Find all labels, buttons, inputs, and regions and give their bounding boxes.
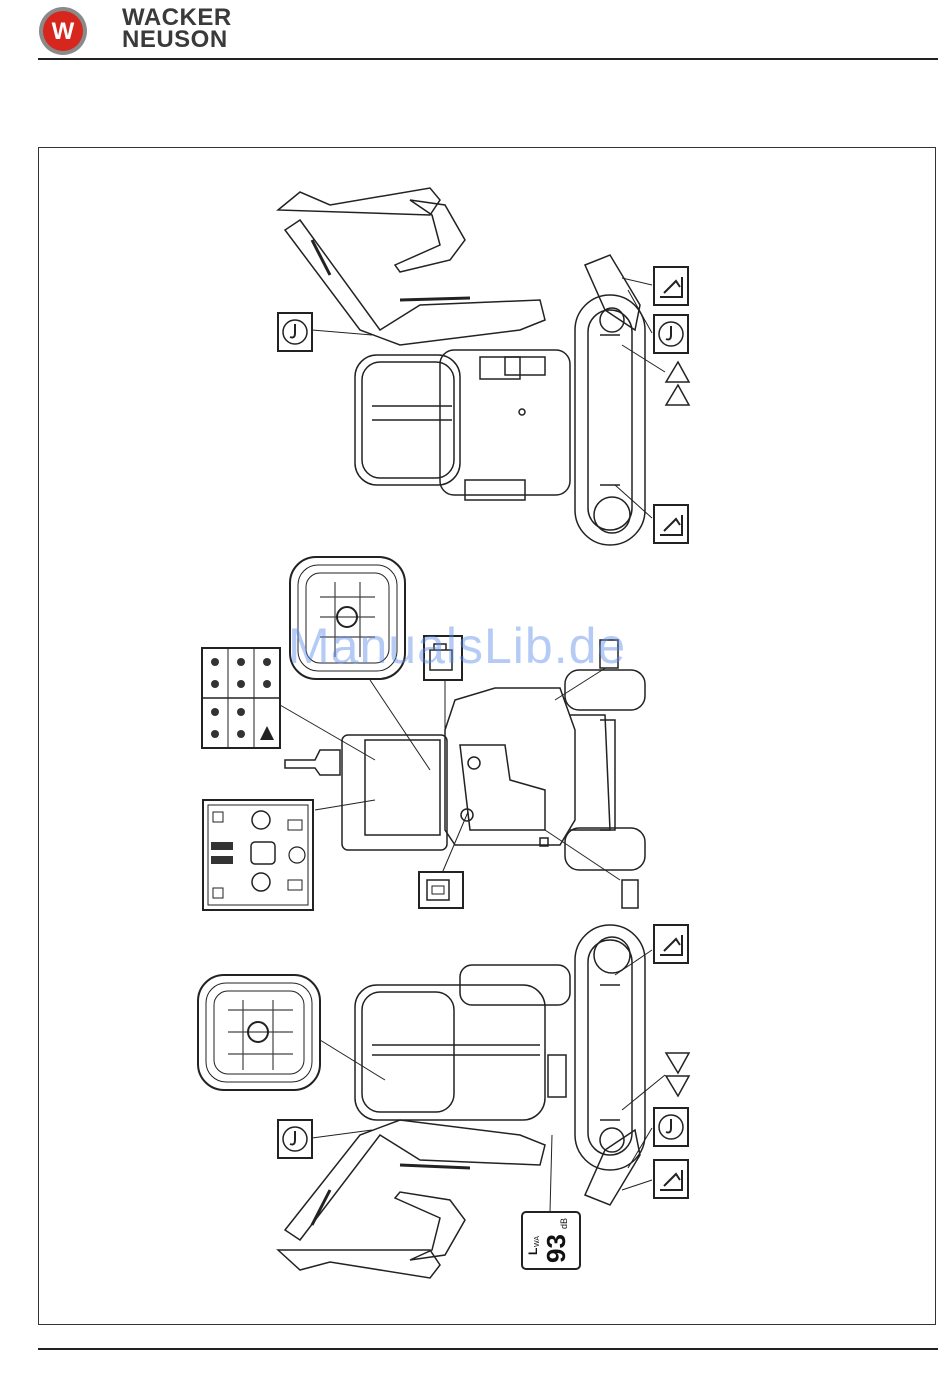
track-front-middle bbox=[565, 670, 645, 710]
warning-triangle-icon bbox=[666, 1053, 689, 1073]
battery-decal-icon bbox=[419, 872, 463, 908]
noise-symbol: L bbox=[526, 1248, 540, 1255]
tie-down-icon bbox=[654, 925, 688, 963]
blank-decal-icon bbox=[622, 880, 638, 908]
bucket-top bbox=[395, 200, 465, 272]
warning-triangle-icon bbox=[666, 385, 689, 405]
noise-subscript: WA bbox=[534, 1236, 541, 1247]
machine-view-bottom bbox=[278, 925, 665, 1278]
machine-view-middle bbox=[280, 660, 645, 880]
lifting-point-icon bbox=[278, 1120, 312, 1158]
boom-stub-middle bbox=[285, 750, 340, 775]
safety-instructions-decal-icon bbox=[202, 648, 280, 748]
noise-unit: dB bbox=[559, 1218, 569, 1229]
boom-top bbox=[285, 220, 545, 345]
tie-down-icon bbox=[654, 267, 688, 305]
watermark: ManualsLib.de bbox=[288, 617, 626, 675]
noise-level-decal: L WA 93 dB bbox=[522, 1212, 580, 1269]
track-rear-middle bbox=[565, 828, 645, 870]
lifting-point-icon bbox=[278, 313, 312, 351]
noise-value: 93 bbox=[541, 1234, 571, 1263]
machine-view-top bbox=[278, 188, 665, 545]
control-layout-decal-icon bbox=[203, 800, 313, 910]
lifting-point-icon bbox=[654, 1108, 688, 1146]
arm-bottom bbox=[278, 1250, 440, 1278]
tie-down-icon bbox=[654, 505, 688, 543]
tie-down-icon bbox=[654, 1160, 688, 1198]
footer-rule bbox=[38, 1348, 938, 1350]
control-pattern-decal-icon bbox=[198, 975, 320, 1090]
warning-triangle-icon bbox=[666, 1076, 689, 1096]
warning-triangle-icon bbox=[666, 362, 689, 382]
blade-bottom bbox=[585, 1130, 640, 1205]
boom-bottom bbox=[285, 1120, 545, 1240]
cab-roof-middle bbox=[342, 735, 447, 850]
lifting-point-icon bbox=[654, 315, 688, 353]
